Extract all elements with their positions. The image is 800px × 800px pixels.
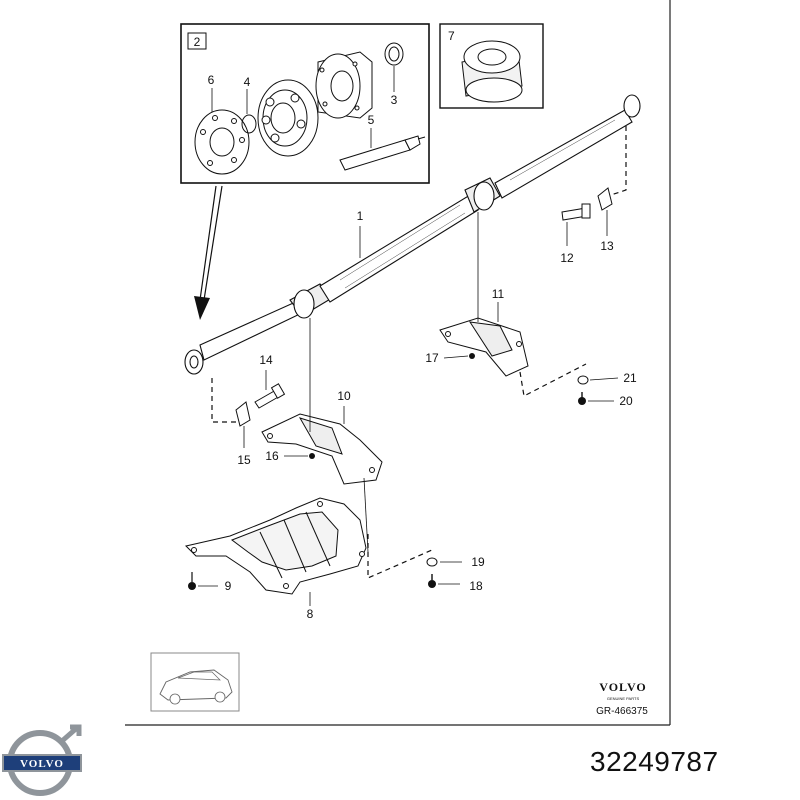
callout-4: 4 xyxy=(244,75,251,89)
callout-6: 6 xyxy=(208,73,215,87)
front-plate-bracket xyxy=(235,401,251,427)
inset-bushing-number: 7 xyxy=(448,29,455,43)
inset-pointer-arrow xyxy=(194,185,223,320)
brand-tagline: GENUINE PARTS xyxy=(607,696,640,701)
bolt-16 xyxy=(309,453,315,459)
front-bolt xyxy=(254,383,286,409)
heat-shield xyxy=(185,497,367,595)
inset-bushing: 7 xyxy=(439,23,544,109)
callout-15: 15 xyxy=(237,453,251,467)
rear-plate-bracket xyxy=(597,187,613,211)
callout-3: 3 xyxy=(391,93,398,107)
flange-plate xyxy=(194,109,250,175)
rear-bolt xyxy=(561,203,591,221)
inset-leaders xyxy=(211,66,395,148)
circlip xyxy=(241,114,257,134)
support-bracket-front xyxy=(261,413,383,485)
grease-tube xyxy=(339,135,426,171)
seal-ring xyxy=(384,42,404,66)
clip-9 xyxy=(188,572,196,590)
cv-joint-body xyxy=(257,79,319,157)
rubber-bushing xyxy=(461,40,523,103)
callout-19: 19 xyxy=(471,555,485,569)
callout-9: 9 xyxy=(225,579,232,593)
support-bracket-rear xyxy=(439,317,529,377)
propeller-shaft xyxy=(184,94,641,375)
brand-wordmark: VOLVO xyxy=(599,680,646,694)
part-number: 32249787 xyxy=(590,746,719,777)
callout-10: 10 xyxy=(337,389,351,403)
callout-16: 16 xyxy=(265,449,279,463)
vehicle-thumbnail xyxy=(150,652,240,712)
dashed-leaders xyxy=(211,126,627,579)
callout-11: 11 xyxy=(492,287,505,301)
callout-13: 13 xyxy=(600,239,614,253)
callout-8: 8 xyxy=(307,607,314,621)
bracket-leaders xyxy=(309,212,479,553)
callout-1: 1 xyxy=(357,209,364,223)
callout-18: 18 xyxy=(469,579,483,593)
boot-housing xyxy=(315,51,373,119)
bolt-20 xyxy=(578,392,586,405)
washer-21 xyxy=(577,375,589,385)
callout-21: 21 xyxy=(623,371,637,385)
volvo-logo: VOLVO xyxy=(2,724,82,796)
callout-20: 20 xyxy=(619,394,633,408)
inset-cv-joint: 2 xyxy=(180,23,430,184)
washer-19 xyxy=(426,557,438,567)
inset-number-label: 2 xyxy=(194,35,201,49)
bolt-17 xyxy=(469,353,475,359)
callout-12: 12 xyxy=(560,251,574,265)
callout-17: 17 xyxy=(425,351,439,365)
callout-14: 14 xyxy=(259,353,273,367)
logo-wordmark: VOLVO xyxy=(20,758,64,770)
bolt-18 xyxy=(428,574,436,588)
callout-5: 5 xyxy=(368,113,375,127)
diagram-code: GR-466375 xyxy=(596,706,648,717)
